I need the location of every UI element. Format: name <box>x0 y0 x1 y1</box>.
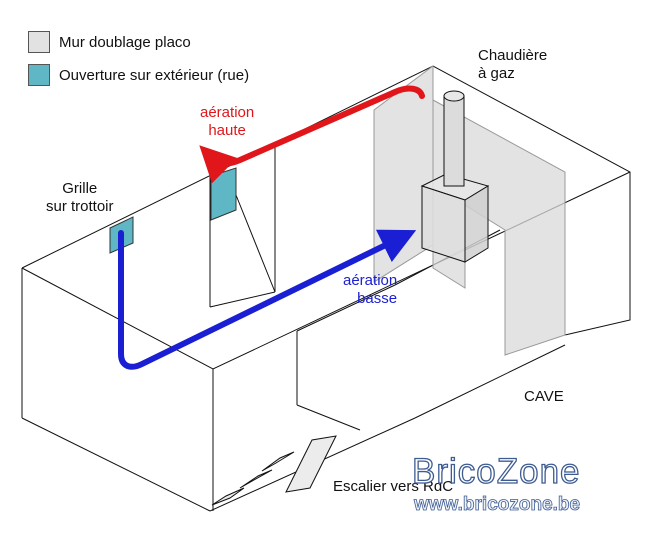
legend-label-placo: Mur doublage placo <box>59 33 191 51</box>
label-aeration-haute-line2: haute <box>208 122 246 139</box>
box-bottom-back-edge <box>414 344 566 419</box>
label-aeration-haute-line1: aération <box>200 104 255 121</box>
legend-item-ouverture: Ouverture sur extérieur (rue) <box>28 63 249 87</box>
placo-walls <box>373 65 566 356</box>
label-chaudiere-line1: Chaudière <box>478 47 548 64</box>
inner-wall-bottom <box>296 404 361 431</box>
watermark-brand: BricoZone <box>411 451 581 491</box>
staircase <box>211 435 337 506</box>
boiler-chimney <box>443 95 465 187</box>
stair-step-2 <box>239 469 273 489</box>
partition-wall <box>209 144 276 308</box>
label-cave: CAVE <box>524 388 564 405</box>
opening-top-vent <box>210 167 237 221</box>
aeration-haute-arrow <box>199 85 425 184</box>
legend-label-ouverture: Ouverture sur extérieur (rue) <box>59 66 250 84</box>
boiler <box>420 90 490 263</box>
stair-step-4 <box>285 435 337 493</box>
label-grille: Grille sur trottoir <box>46 180 114 216</box>
partition-diagonal <box>235 194 276 293</box>
label-chaudiere: Chaudière à gaz <box>478 47 547 83</box>
boiler-front <box>421 185 466 263</box>
stair-step-1 <box>211 487 245 506</box>
box-bottom-front-edge <box>21 417 211 512</box>
stair-step-3 <box>261 451 295 472</box>
label-grille-line2: sur trottoir <box>46 198 114 215</box>
label-aeration-haute: aération haute <box>200 104 254 140</box>
label-escalier: Escalier vers RdC <box>333 478 454 495</box>
placo-wall-right <box>432 99 566 356</box>
boiler-chimney-top <box>443 90 465 102</box>
legend-item-placo: Mur doublage placo <box>28 30 191 54</box>
cellar-box-outline <box>21 65 631 512</box>
watermark-url: www.bricozone.be <box>414 494 581 516</box>
label-grille-line1: Grille <box>62 180 98 197</box>
partition-bottom <box>209 291 276 308</box>
label-aeration-basse-line2: basse <box>357 290 398 307</box>
label-aeration-basse: aération basse <box>343 272 397 308</box>
inner-wall-top <box>296 284 396 332</box>
legend-swatch-placo <box>28 31 50 53</box>
label-aeration-basse-line1: aération <box>343 272 398 289</box>
aeration-basse-arrow <box>118 229 417 370</box>
boiler-side <box>464 185 489 263</box>
label-chaudiere-line2: à gaz <box>478 65 515 82</box>
legend-swatch-ouverture <box>28 64 50 86</box>
